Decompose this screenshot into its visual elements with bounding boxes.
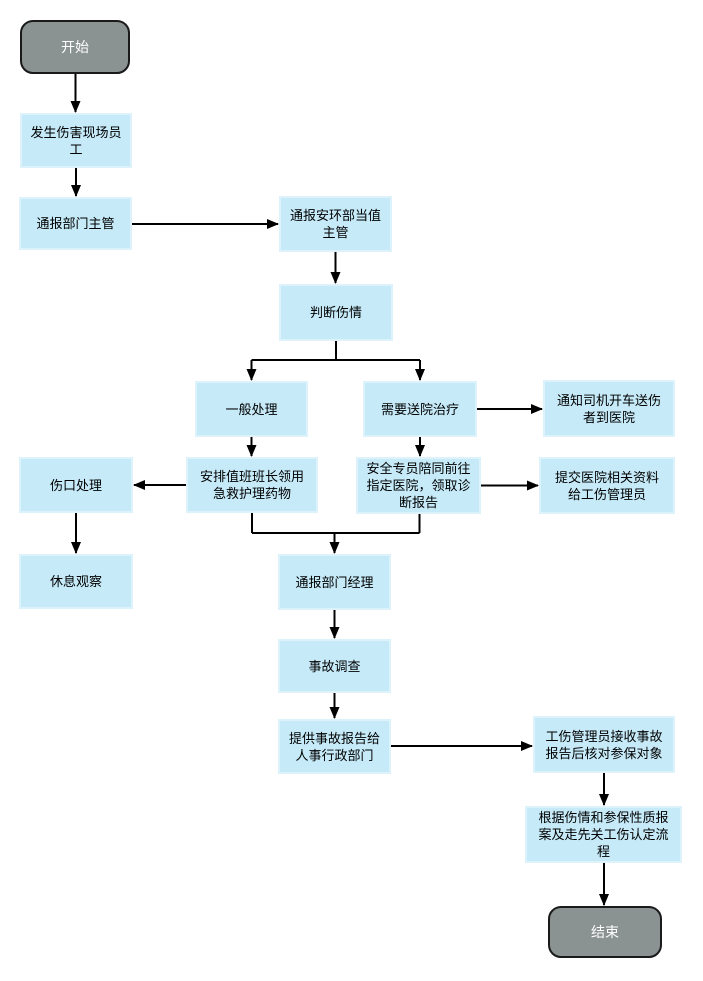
node-rest-observe: 休息观察 <box>19 554 133 609</box>
node-end: 结束 <box>548 906 662 958</box>
node-notify-driver: 通知司机开车送伤 者到医院 <box>543 380 675 437</box>
node-assess-injury: 判断伤情 <box>279 284 393 341</box>
node-injury-scene-staff: 发生伤害现场员 工 <box>20 113 132 168</box>
edge-join-trunk <box>251 513 421 534</box>
node-notify-dept-manager: 通报部门经理 <box>278 554 391 610</box>
node-submit-hospital-materials: 提交医院相关资料 给工伤管理员 <box>539 457 675 514</box>
node-accident-investigation: 事故调查 <box>278 639 391 693</box>
node-general-treatment: 一般处理 <box>195 381 308 437</box>
node-notify-dept-supervisor: 通报部门主管 <box>19 197 132 250</box>
node-arrange-first-aid-supplies: 安排值班班长领用 急救护理药物 <box>186 457 318 513</box>
node-start: 开始 <box>20 20 130 74</box>
node-wound-care: 伤口处理 <box>19 457 133 513</box>
node-notify-ehs-duty-supervisor: 通报安环部当值 主管 <box>279 196 392 252</box>
node-escort-to-hospital: 安全专员陪同前往 指定医院，领取诊 断报告 <box>356 457 481 514</box>
edge-assess-injury-branch-trunk <box>251 341 420 361</box>
node-injury-admin-verify: 工伤管理员接收事故 报告后核对参保对象 <box>533 716 675 773</box>
node-need-hospital-treatment: 需要送院治疗 <box>363 381 477 437</box>
node-file-injury-claim: 根据伤情和参保性质报 案及走先关工伤认定流 程 <box>525 806 682 863</box>
node-report-to-hr: 提供事故报告给 人事行政部门 <box>278 719 391 774</box>
